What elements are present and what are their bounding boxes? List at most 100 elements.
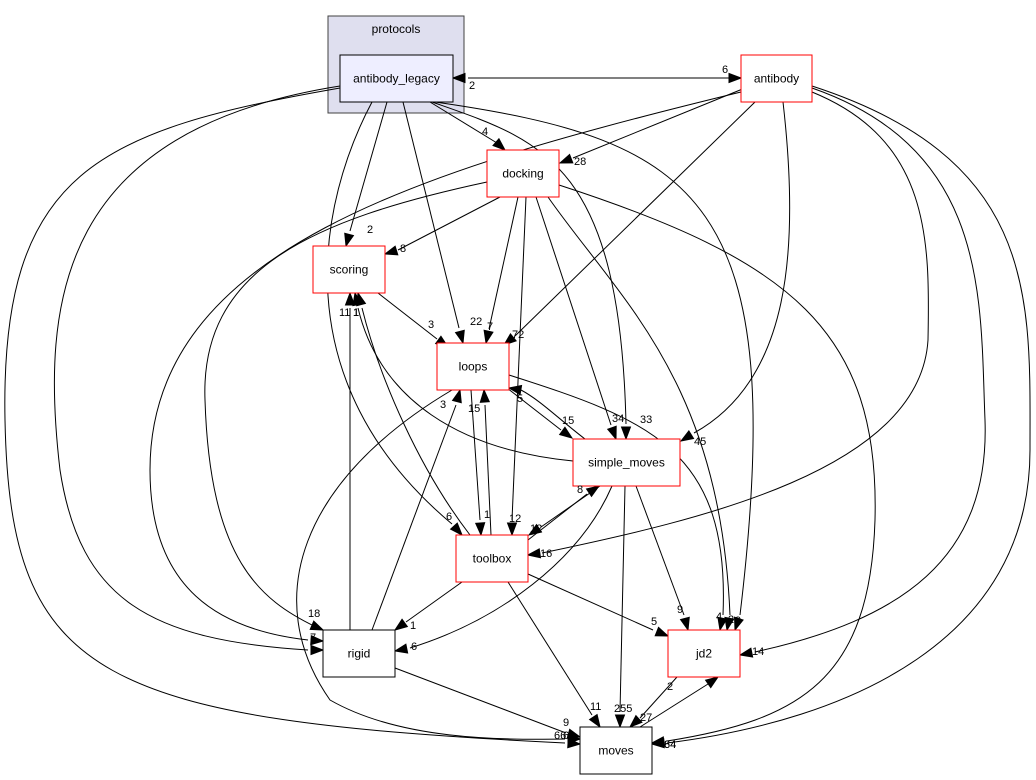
edge-label: 1 (484, 509, 490, 521)
edge-toolbox-to-simple_moves[interactable] (527, 485, 601, 541)
node-jd2[interactable]: jd2 (667, 629, 741, 678)
edge-simple_moves-to-rigid[interactable] (393, 485, 613, 654)
arrowhead-icon (733, 616, 744, 632)
edge-label: 9 (677, 604, 683, 616)
edge-antibody_legacy-to-antibody[interactable] (468, 72, 743, 84)
edge-label: 255 (614, 703, 632, 715)
node-label: rigid (348, 647, 371, 661)
node-box (579, 726, 653, 775)
node-label: loops (459, 360, 488, 374)
node-label: moves (598, 744, 633, 758)
node-label: antibody_legacy (353, 72, 440, 86)
arrowhead-icon (310, 644, 325, 656)
arrowhead-icon (724, 616, 735, 632)
edge-label: 14 (752, 646, 764, 658)
edge-loops-to-moves[interactable] (296, 389, 582, 745)
edge-line (431, 101, 627, 425)
edge-antibody-to-loops[interactable] (502, 101, 756, 346)
edge-docking-to-jd2[interactable] (547, 196, 735, 632)
edge-docking-to-simple_moves[interactable] (535, 196, 617, 441)
edge-label: 15 (468, 403, 480, 415)
edge-label: 7 (487, 321, 493, 333)
edge-antibody-to-simple_moves[interactable] (679, 101, 791, 442)
edge-toolbox-to-loops[interactable] (479, 388, 492, 536)
edge-docking-to-moves[interactable] (558, 184, 876, 747)
arrowhead-icon (679, 616, 690, 632)
node-rigid[interactable]: rigid (322, 629, 396, 678)
edge-label: 2 (728, 614, 734, 626)
edge-docking-to-scoring[interactable] (383, 196, 501, 256)
arrowhead-icon (558, 426, 574, 439)
node-loops[interactable]: loops (436, 342, 510, 391)
edge-label: 84 (664, 739, 676, 751)
edge-line (488, 196, 519, 330)
edge-simple_moves-to-jd2[interactable] (635, 485, 690, 632)
edge-line (547, 196, 731, 616)
edge-label: 8 (400, 243, 406, 255)
edge-rigid-to-scoring[interactable] (344, 291, 356, 630)
node-label: antibody (754, 72, 799, 86)
edge-loops-to-toolbox[interactable] (470, 389, 486, 537)
node-antibody[interactable]: antibody (740, 54, 813, 103)
edge-label: 6 (310, 635, 316, 647)
edge-antibody-to-docking[interactable] (558, 87, 746, 164)
arrowhead-icon (492, 137, 507, 151)
edge-loops-to-simple_moves[interactable] (506, 387, 574, 439)
edge-line (527, 493, 588, 541)
node-scoring[interactable]: scoring (312, 245, 386, 294)
node-antibody-legacy[interactable]: antibody_legacy (339, 54, 454, 103)
node-simple-moves[interactable]: simple_moves (572, 438, 681, 487)
edge-line (394, 667, 567, 734)
edge-docking-to-loops[interactable] (483, 196, 519, 345)
edge-antibody_legacy-to-docking[interactable] (429, 101, 507, 151)
node-toolbox[interactable]: toolbox (455, 534, 529, 583)
arrowhead-icon (449, 522, 463, 537)
edge-rigid-to-loops[interactable] (371, 388, 462, 631)
edge-jd2-to-moves[interactable] (628, 676, 678, 728)
edge-antibody-to-toolbox[interactable] (526, 91, 929, 559)
arrowhead-icon (526, 548, 542, 559)
edge-antibody-to-jd2[interactable] (738, 87, 986, 658)
edge-label: 6 (722, 64, 728, 76)
edge-antibody_legacy-to-rigid[interactable] (53, 85, 341, 656)
edge-antibody_legacy-to-toolbox[interactable] (326, 101, 463, 537)
node-box (740, 54, 813, 103)
edge-toolbox-to-scoring[interactable] (356, 291, 471, 536)
arrowhead-icon (566, 728, 582, 739)
edge-label: 6 (411, 641, 417, 653)
edge-toolbox-to-moves[interactable] (507, 581, 601, 729)
arrowhead-icon (451, 72, 466, 84)
node-label: simple_moves (588, 456, 665, 470)
node-box (322, 629, 396, 678)
nodes-layer: antibody_legacy antibody docking scoring loo… (312, 54, 813, 775)
arrowhead-icon (383, 245, 399, 256)
edge-label: 60 (563, 730, 575, 742)
edge-antibody_legacy-to-simple_moves[interactable] (431, 101, 632, 441)
arrowhead-icon (454, 329, 465, 345)
edge-toolbox-to-jd2[interactable] (527, 573, 670, 637)
edge-simple_moves-to-loops[interactable] (507, 384, 586, 440)
edges-layer (4, 72, 1031, 749)
edge-label: 64 (664, 739, 676, 751)
edge-scoring-to-loops[interactable] (377, 292, 450, 348)
edge-docking-to-rigid[interactable] (204, 181, 488, 631)
edge-line (371, 404, 457, 631)
edge-moves-to-jd2[interactable] (639, 676, 720, 728)
edge-simple_moves-to-moves[interactable] (614, 485, 626, 729)
edge-antibody_legacy-to-scoring[interactable] (344, 101, 388, 248)
node-docking[interactable]: docking (486, 149, 560, 198)
cluster-label: protocols (372, 22, 421, 36)
node-box (667, 629, 741, 678)
arrowhead-icon (344, 291, 356, 306)
edge-antibody_legacy-to-jd2[interactable] (434, 101, 754, 632)
edge-rigid-to-moves[interactable] (394, 667, 582, 739)
edge-line (204, 181, 488, 628)
edge-line (326, 101, 453, 525)
edge-antibody_legacy-to-loops[interactable] (402, 101, 465, 345)
node-moves[interactable]: moves (579, 726, 653, 775)
edge-label: 1 (353, 307, 359, 319)
edge-line (507, 581, 593, 716)
edge-line (541, 91, 929, 554)
edge-toolbox-to-rigid[interactable] (393, 581, 463, 631)
edge-docking-to-toolbox[interactable] (506, 196, 527, 537)
